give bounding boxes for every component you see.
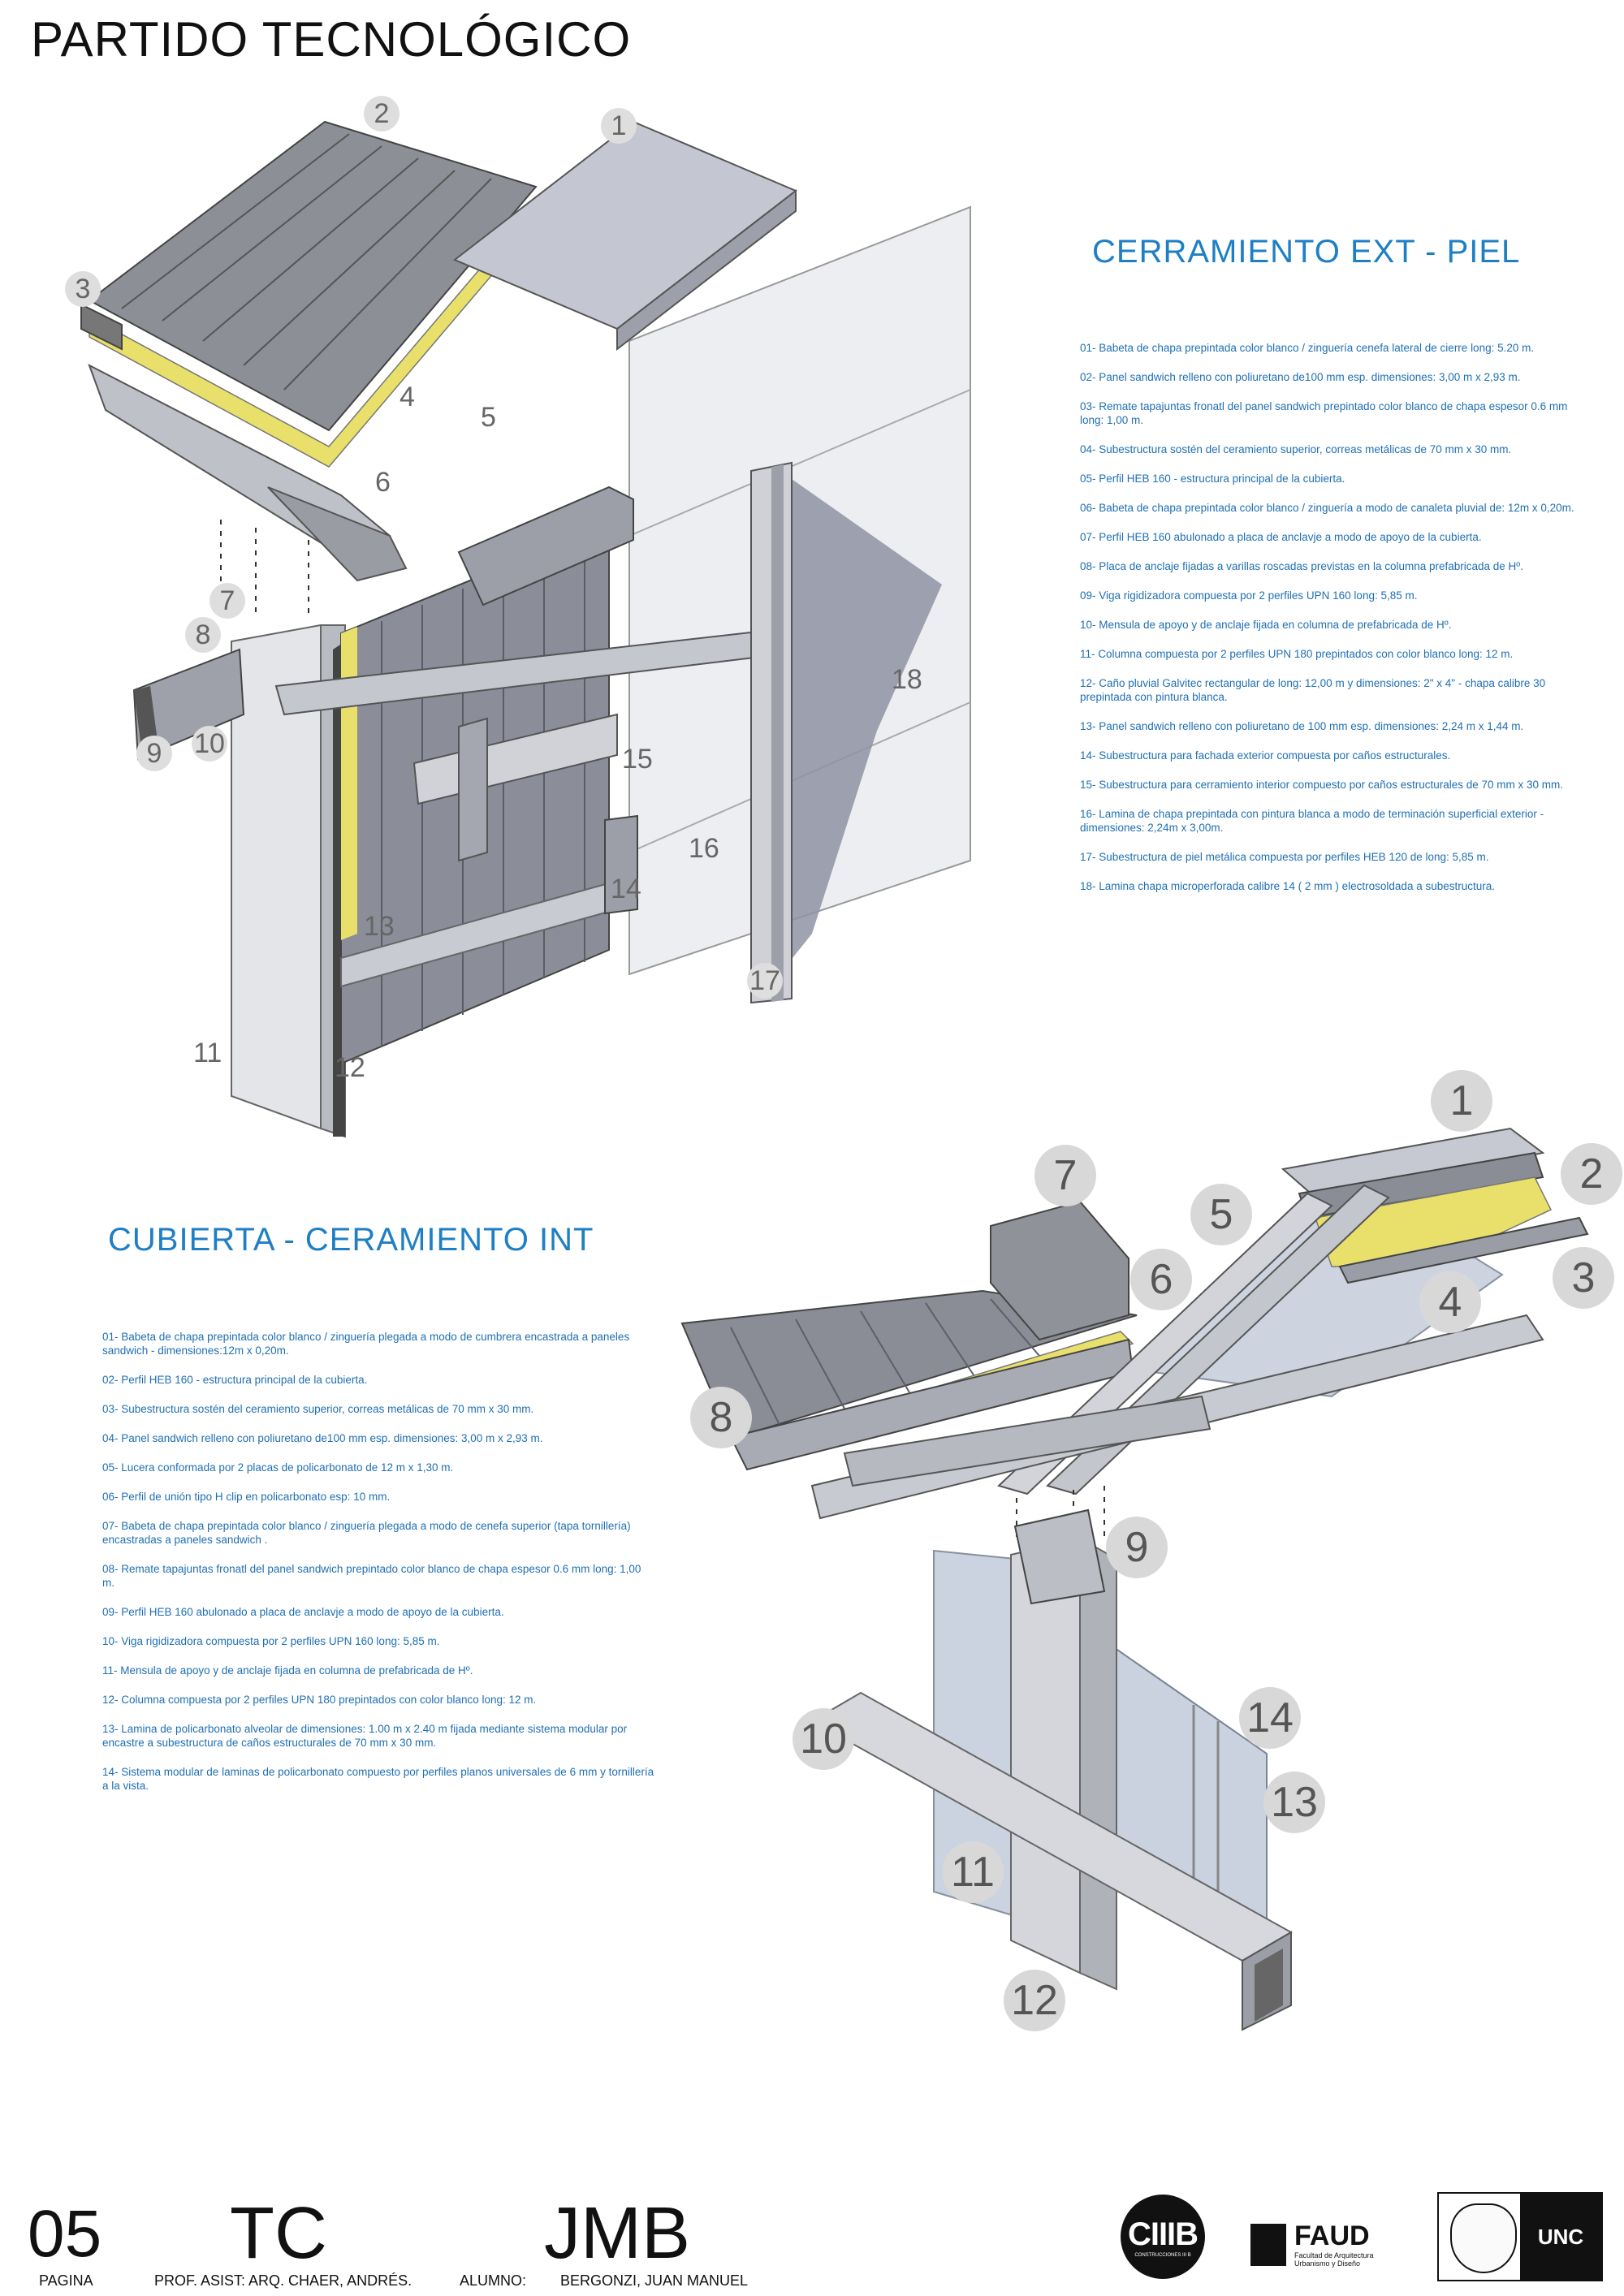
list-item: 08- Placa de anclaje fijadas a varillas … <box>1080 560 1523 572</box>
list-item: 05- Perfil HEB 160 - estructura principa… <box>1080 473 1345 485</box>
callout-2-11: 11 <box>942 1841 1004 1903</box>
faud-logo: FAUD Facultad de Arquitectura Urbanismo … <box>1250 2220 1393 2269</box>
callout-2-9: 9 <box>1106 1517 1168 1578</box>
callout-2-2: 2 <box>1561 1143 1622 1205</box>
list-item: 06- Babeta de chapa prepintada color bla… <box>1080 502 1574 514</box>
section2-list: 01- Babeta de chapa prepintada color bla… <box>102 1330 654 1808</box>
ciiib-logo-subtext: CONSTRUCCIONES III B <box>1134 2252 1191 2258</box>
callout-1-11: 11 <box>193 1038 222 1068</box>
list-item: 04- Subestructura sostén del ceramiento … <box>1080 443 1512 455</box>
callout-1-10: 10 <box>192 726 227 762</box>
callout-2-10: 10 <box>793 1708 854 1770</box>
callout-1-18: 18 <box>892 664 922 695</box>
list-item: 04- Panel sandwich relleno con poliureta… <box>102 1432 543 1444</box>
unc-logo-text: UNC <box>1520 2194 1601 2280</box>
faud-mark-icon <box>1250 2224 1286 2266</box>
callout-2-13: 13 <box>1263 1772 1325 1833</box>
section2-title: CUBIERTA - CERAMIENTO INT <box>108 1222 594 1258</box>
page-number-label: PAGINA <box>39 2272 93 2289</box>
ciiib-logo-text: CIIIB <box>1127 2216 1199 2252</box>
callout-1-14: 14 <box>611 874 641 904</box>
callout-1-15: 15 <box>622 744 653 775</box>
callout-1-16: 16 <box>689 833 719 864</box>
callout-2-6: 6 <box>1130 1249 1192 1310</box>
list-item: 14- Subestructura para fachada exterior … <box>1080 749 1451 762</box>
list-item: 13- Panel sandwich relleno con poliureta… <box>1080 720 1524 732</box>
callout-1-17: 17 <box>747 963 783 999</box>
list-item: 07- Perfil HEB 160 abulonado a placa de … <box>1080 531 1482 543</box>
callout-2-5: 5 <box>1190 1184 1252 1245</box>
unc-seal-icon <box>1450 2203 1517 2273</box>
list-item: 14- Sistema modular de laminas de polica… <box>102 1766 654 1792</box>
faud-logo-text: FAUD <box>1294 2220 1370 2251</box>
list-item: 07- Babeta de chapa prepintada color bla… <box>102 1520 631 1546</box>
callout-1-1: 1 <box>601 108 637 144</box>
callout-1-9: 9 <box>136 736 172 771</box>
diagram-cerramiento-ext <box>80 120 971 1138</box>
list-item: 10- Mensula de apoyo y de anclaje fijada… <box>1080 619 1452 631</box>
list-item: 03- Remate tapajuntas fronatl del panel … <box>1080 400 1568 426</box>
page-title: PARTIDO TECNOLÓGICO <box>31 12 632 67</box>
callout-1-6: 6 <box>375 467 391 498</box>
list-item: 08- Remate tapajuntas fronatl del panel … <box>102 1563 641 1589</box>
list-item: 01- Babeta de chapa prepintada color bla… <box>1080 342 1535 354</box>
ciiib-logo: CIIIB CONSTRUCCIONES III B <box>1121 2195 1205 2279</box>
list-item: 06- Perfil de unión tipo H clip en polic… <box>102 1491 391 1503</box>
student-label: ALUMNO: <box>460 2272 527 2289</box>
list-item: 05- Lucera conformada por 2 placas de po… <box>102 1461 454 1474</box>
list-item: 15- Subestructura para cerramiento inter… <box>1080 779 1564 791</box>
list-item: 11- Columna compuesta por 2 perfiles UPN… <box>1080 648 1514 660</box>
callout-1-13: 13 <box>364 911 395 942</box>
course-initials: TC <box>230 2193 327 2274</box>
callout-1-8: 8 <box>185 617 221 653</box>
faud-logo-subtext: Facultad de Arquitectura Urbanismo y Dis… <box>1294 2251 1374 2268</box>
callout-2-4: 4 <box>1419 1271 1481 1333</box>
list-item: 12- Columna compuesta por 2 perfiles UPN… <box>102 1694 537 1706</box>
list-item: 18- Lamina chapa microperforada calibre … <box>1080 880 1496 892</box>
list-item: 09- Viga rigidizadora compuesta por 2 pe… <box>1080 589 1418 602</box>
callout-2-1: 1 <box>1431 1070 1492 1132</box>
callout-2-14: 14 <box>1239 1687 1301 1749</box>
page-number: 05 <box>28 2197 102 2271</box>
section1-list: 01- Babeta de chapa prepintada color bla… <box>1080 341 1583 908</box>
list-item: 17- Subestructura de piel metálica compu… <box>1080 851 1489 863</box>
list-item: 16- Lamina de chapa prepintada con pintu… <box>1080 808 1544 834</box>
callout-2-8: 8 <box>690 1387 752 1448</box>
list-item: 11- Mensula de apoyo y de anclaje fijada… <box>102 1664 473 1677</box>
list-item: 03- Subestructura sostén del ceramiento … <box>102 1403 534 1415</box>
list-item: 02- Perfil HEB 160 - estructura principa… <box>102 1374 368 1386</box>
callout-1-5: 5 <box>481 402 496 433</box>
student-initials: JMB <box>544 2193 690 2274</box>
callout-2-12: 12 <box>1004 1970 1065 2031</box>
callout-1-12: 12 <box>335 1052 365 1083</box>
callout-1-7: 7 <box>209 583 245 619</box>
list-item: 10- Viga rigidizadora compuesta por 2 pe… <box>102 1635 440 1647</box>
callout-1-3: 3 <box>65 271 101 307</box>
list-item: 13- Lamina de policarbonato alveolar de … <box>102 1723 628 1749</box>
list-item: 12- Caño pluvial Galvitec rectangular de… <box>1080 677 1546 703</box>
list-item: 09- Perfil HEB 160 abulonado a placa de … <box>102 1606 504 1618</box>
unc-logo: UNC <box>1437 2192 1603 2281</box>
professor-name: PROF. ASIST: ARQ. CHAER, ANDRÉS. <box>154 2272 412 2289</box>
diagram-cubierta <box>680 1127 1589 2031</box>
section1-title: CERRAMIENTO EXT - PIEL <box>1092 234 1521 270</box>
callout-1-2: 2 <box>364 96 400 132</box>
callout-2-7: 7 <box>1034 1145 1096 1206</box>
list-item: 01- Babeta de chapa prepintada color bla… <box>102 1331 630 1357</box>
student-name: BERGONZI, JUAN MANUEL <box>560 2272 749 2289</box>
list-item: 02- Panel sandwich relleno con poliureta… <box>1080 371 1521 383</box>
callout-1-4: 4 <box>400 382 415 412</box>
callout-2-3: 3 <box>1553 1247 1614 1309</box>
